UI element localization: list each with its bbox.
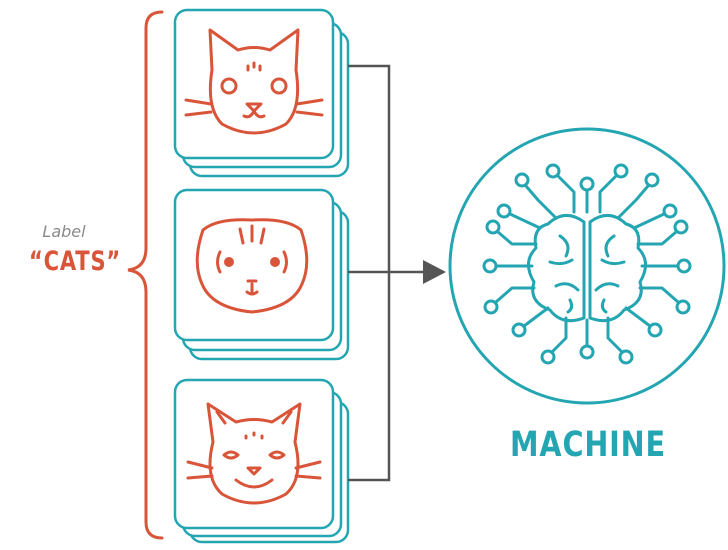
tabby-cat-face-icon xyxy=(195,218,309,314)
label-caption: Label xyxy=(42,222,86,241)
cat-image-stack-3 xyxy=(173,378,350,544)
machine-title: MACHINE xyxy=(510,425,666,465)
circuit-brain-icon xyxy=(448,127,726,405)
cat-image-stack-1 xyxy=(173,8,350,178)
cat-image-stack-2 xyxy=(173,188,350,361)
connector-lines xyxy=(348,64,426,482)
smiling-cat-face-icon xyxy=(186,402,322,505)
label-value: “CATS” xyxy=(29,246,122,277)
cat-face-icon xyxy=(184,28,324,135)
label-brace xyxy=(127,10,164,540)
arrow-head-icon xyxy=(423,260,446,284)
